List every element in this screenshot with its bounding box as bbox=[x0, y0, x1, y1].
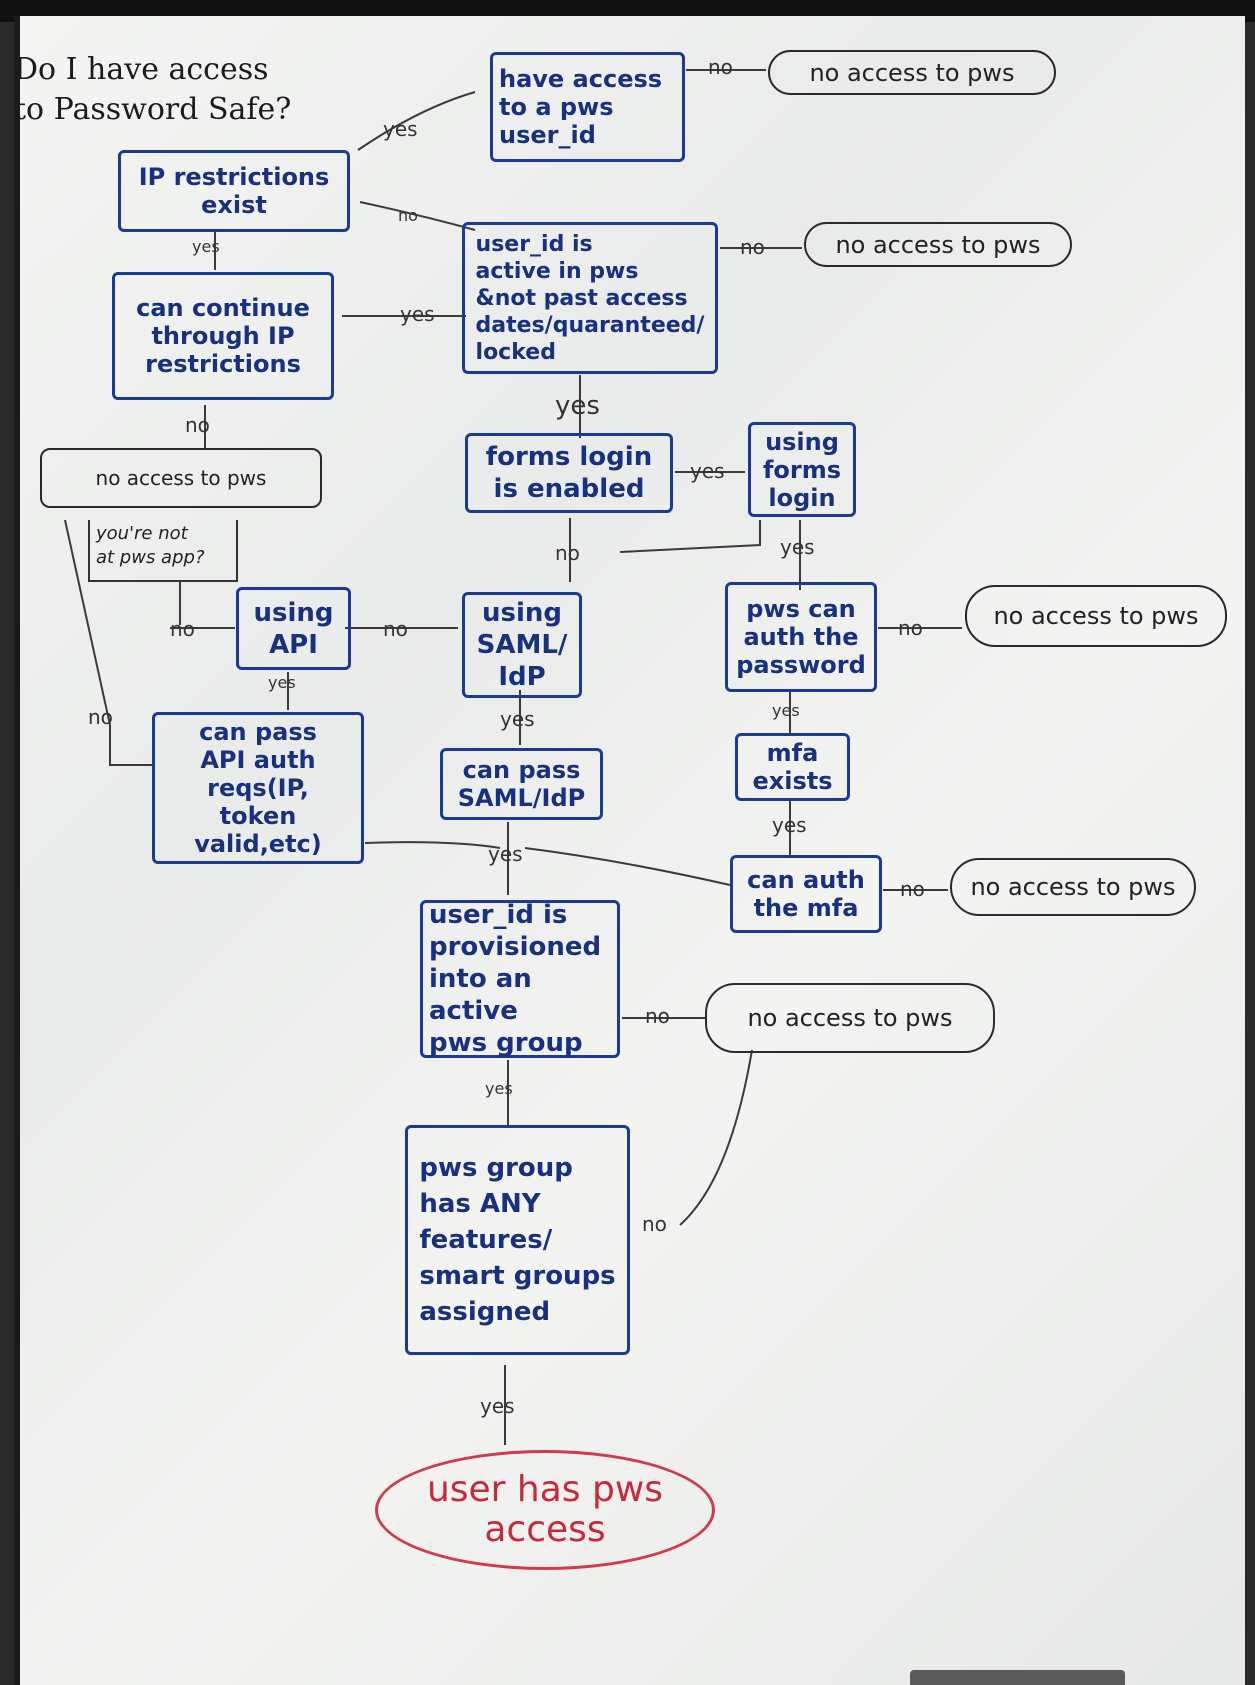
edge-group-features-no bbox=[679, 1049, 753, 1226]
node-using-forms: using forms login bbox=[748, 422, 856, 517]
edge-label-no: no bbox=[900, 877, 925, 901]
terminal-no-access-4: no access to pws bbox=[965, 585, 1227, 647]
edge-label-no: no bbox=[555, 541, 580, 565]
edge-label-no: no bbox=[740, 235, 765, 259]
edge-label-yes: yes bbox=[690, 459, 725, 483]
node-provisioned: user_id is provisioned into an active pw… bbox=[420, 900, 620, 1058]
node-continue-ip: can continue through IP restrictions bbox=[112, 272, 334, 400]
terminal-no-access-5: no access to pws bbox=[950, 858, 1196, 916]
terminal-no-access-3: no access to pws bbox=[40, 448, 322, 508]
edge-label-yes: yes bbox=[772, 813, 807, 837]
edge-using-forms-no bbox=[619, 520, 761, 553]
diagram-title: Do I have access to Password Safe? bbox=[14, 52, 292, 127]
terminal-user-has-access: user has pws access bbox=[375, 1450, 715, 1570]
edge-label-yes: yes bbox=[383, 117, 418, 141]
edge-label-yes: yes bbox=[400, 302, 435, 326]
edge-label-no: no bbox=[88, 705, 113, 729]
edge-can-auth-mfa-yes bbox=[524, 847, 731, 886]
edge-label-yes: yes bbox=[500, 707, 535, 731]
node-ip-restrictions: IP restrictions exist bbox=[118, 150, 350, 232]
edge-label-yes: yes bbox=[555, 391, 600, 421]
edge-label-yes: yes bbox=[485, 1079, 513, 1098]
node-can-pass-saml: can pass SAML/IdP bbox=[440, 748, 603, 820]
edge-label-no: no bbox=[898, 616, 923, 640]
edge-label-no: no bbox=[185, 413, 210, 437]
edge-label-yes: yes bbox=[488, 842, 523, 866]
edge-can-pass-api-yes bbox=[364, 841, 501, 849]
marker-tray bbox=[910, 1670, 1125, 1685]
node-using-api: using API bbox=[236, 587, 351, 670]
node-pws-auth-password: pws can auth the password bbox=[725, 582, 877, 692]
edge-label-yes: yes bbox=[480, 1394, 515, 1418]
terminal-no-access-2: no access to pws bbox=[804, 222, 1072, 267]
edge-label-no: no bbox=[170, 617, 195, 641]
whiteboard bbox=[14, 16, 1245, 1685]
edge-label-yes: yes bbox=[268, 673, 296, 692]
node-can-auth-mfa: can auth the mfa bbox=[730, 855, 882, 933]
note-not-at-pws-app: you're not at pws app? bbox=[88, 520, 238, 582]
edge-label-no: no bbox=[383, 617, 408, 641]
edge-label-no: no bbox=[708, 55, 733, 79]
node-using-saml: using SAML/ IdP bbox=[462, 592, 582, 698]
edge-label-yes: yes bbox=[780, 535, 815, 559]
node-group-features: pws group has ANY features/ smart groups… bbox=[405, 1125, 630, 1355]
node-forms-enabled: forms login is enabled bbox=[465, 433, 673, 513]
edge-have-access-yes bbox=[357, 91, 476, 151]
node-user-active: user_id is active in pws &not past acces… bbox=[462, 222, 718, 374]
node-can-pass-api: can pass API auth reqs(IP, token valid,e… bbox=[152, 712, 364, 864]
edge-label-yes: yes bbox=[192, 237, 220, 256]
edge-label-yes: yes bbox=[772, 701, 800, 720]
edge-label-no: no bbox=[398, 206, 418, 225]
edge-api-auth-no bbox=[64, 519, 155, 766]
edge-label-no: no bbox=[645, 1004, 670, 1028]
node-mfa-exists: mfa exists bbox=[735, 733, 850, 801]
terminal-no-access-1: no access to pws bbox=[768, 50, 1056, 95]
terminal-no-access-6: no access to pws bbox=[705, 983, 995, 1053]
node-have-access: have access to a pws user_id bbox=[490, 52, 685, 162]
edge-label-no: no bbox=[642, 1212, 667, 1236]
